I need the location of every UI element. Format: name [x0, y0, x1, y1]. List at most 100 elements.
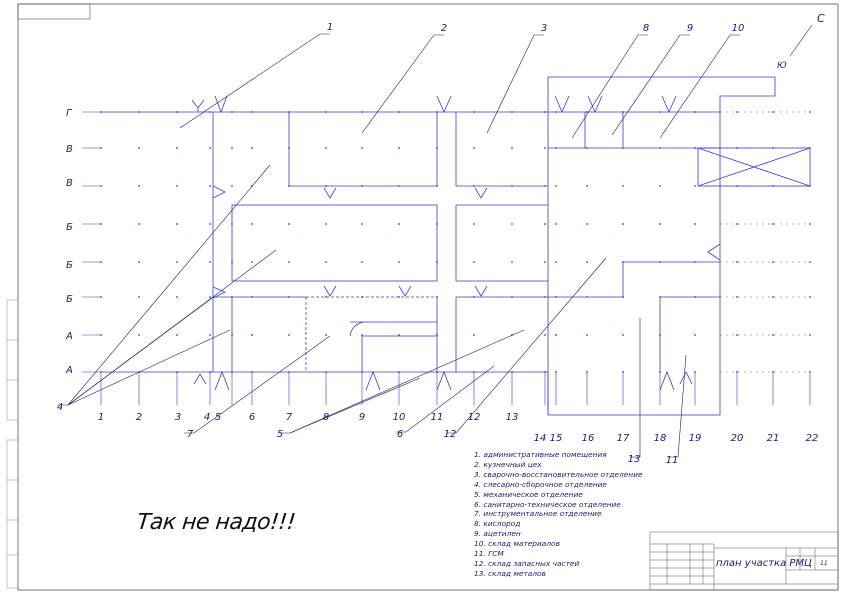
grid-node: [138, 185, 140, 187]
grid-node: [772, 371, 774, 373]
row-label: В: [66, 144, 73, 155]
column-label: 11: [431, 412, 444, 423]
grid-node: [473, 371, 475, 373]
grid-node: [138, 334, 140, 336]
grid-node: [473, 185, 475, 187]
grid-node: [586, 147, 588, 149]
grid-node: [361, 334, 363, 336]
grid-node: [231, 223, 233, 225]
legend-item: 5. механическое отделение: [474, 489, 583, 499]
grid-node: [231, 371, 233, 373]
callout-label: 9: [687, 23, 693, 34]
grid-node: [659, 296, 661, 298]
column-label: 20: [731, 433, 744, 444]
grid-node: [138, 111, 140, 113]
grid-node: [209, 334, 211, 336]
sheet-number: 11: [820, 560, 828, 567]
grid-node: [176, 371, 178, 373]
grid-node: [100, 334, 102, 336]
grid-node: [361, 147, 363, 149]
column-label: 12: [468, 412, 481, 423]
grid-node: [209, 147, 211, 149]
grid-node: [100, 223, 102, 225]
grid-node: [694, 223, 696, 225]
callout-label: 12: [444, 429, 457, 440]
grid-node: [473, 111, 475, 113]
grid-node: [251, 223, 253, 225]
grid-node: [555, 261, 557, 263]
grid-node: [772, 111, 774, 113]
callout-label: 8: [643, 23, 649, 34]
legend-item: 8. кислород: [474, 519, 521, 529]
grid-node: [176, 111, 178, 113]
grid-node: [436, 147, 438, 149]
grid-node: [473, 147, 475, 149]
grid-node: [622, 296, 624, 298]
grid-node: [251, 296, 253, 298]
grid-node: [325, 147, 327, 149]
callout-label: 5: [277, 429, 283, 440]
grid-node: [622, 185, 624, 187]
grid-node: [436, 334, 438, 336]
grid-node: [325, 223, 327, 225]
grid-node: [555, 111, 557, 113]
corner-stamp: [17, 3, 91, 20]
legend-item: 7. инструментальное отделение: [474, 509, 602, 519]
grid-node: [473, 296, 475, 298]
grid-node: [231, 147, 233, 149]
row-label: В: [66, 178, 73, 189]
grid-node: [288, 296, 290, 298]
column-label: 5: [215, 412, 221, 423]
grid-node: [736, 296, 738, 298]
legend-item: 13. склад металов: [474, 568, 546, 578]
grid-node: [586, 261, 588, 263]
grid-node: [736, 261, 738, 263]
grid-node: [586, 371, 588, 373]
grid-node: [544, 223, 546, 225]
grid-node: [231, 111, 233, 113]
grid-node: [100, 296, 102, 298]
grid-node: [694, 296, 696, 298]
left-margin-stamps: [6, 299, 19, 589]
grid-node: [809, 261, 811, 263]
grid-node: [398, 371, 400, 373]
leader-lines: [58, 33, 740, 458]
grid-node: [659, 334, 661, 336]
grid-node: [361, 111, 363, 113]
grid-node: [325, 334, 327, 336]
column-label: 2: [136, 412, 142, 423]
grid-node: [659, 371, 661, 373]
grid-node: [209, 223, 211, 225]
row-label: Б: [66, 294, 73, 305]
column-label: 18: [654, 433, 667, 444]
grid-node: [473, 334, 475, 336]
grid-node: [622, 111, 624, 113]
grid-node: [325, 111, 327, 113]
legend-item: 4. слесарно-сборочное отделение: [474, 479, 607, 489]
grid-node: [436, 261, 438, 263]
legend-item: 6. санитарно-техническое отделение: [474, 499, 621, 509]
grid-node: [622, 147, 624, 149]
grid-node: [251, 371, 253, 373]
grid-node: [361, 261, 363, 263]
grid-node: [586, 185, 588, 187]
column-label: 17: [617, 433, 630, 444]
grid-node: [325, 261, 327, 263]
grid-node: [251, 111, 253, 113]
column-label: 6: [249, 412, 255, 423]
grid-node: [659, 223, 661, 225]
grid-node: [809, 223, 811, 225]
grid-node: [772, 261, 774, 263]
grid-node: [511, 185, 513, 187]
column-label: 4: [204, 412, 210, 423]
grid-node: [659, 111, 661, 113]
grid-node: [209, 261, 211, 263]
column-label: 16: [582, 433, 595, 444]
grid-node: [694, 147, 696, 149]
grid-node: [694, 185, 696, 187]
grid-node: [176, 185, 178, 187]
grid-node: [138, 261, 140, 263]
grid-node: [325, 371, 327, 373]
